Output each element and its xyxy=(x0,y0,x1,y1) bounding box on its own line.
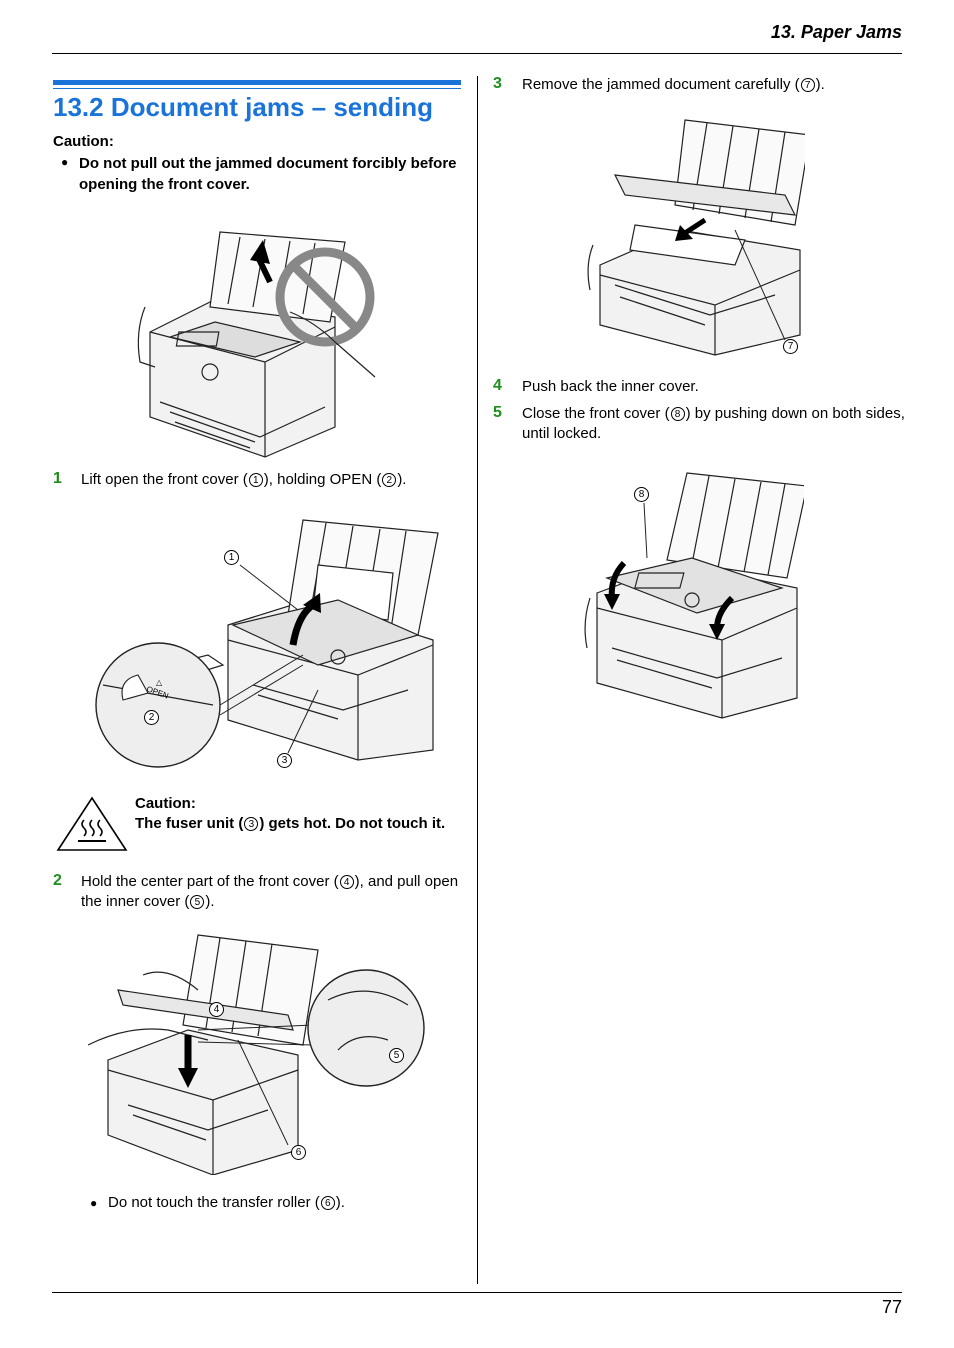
step-1-text: Lift open the front cover (1), holding O… xyxy=(81,470,461,490)
section-bar xyxy=(53,80,461,85)
step-text-part: ), holding OPEN ( xyxy=(263,471,382,488)
callout-1: 1 xyxy=(224,550,239,565)
footer-rule xyxy=(52,1292,902,1293)
callout-2: 2 xyxy=(144,710,159,725)
bullet-icon: ● xyxy=(90,1196,98,1210)
step-text-part: Remove the jammed document carefully ( xyxy=(522,76,800,93)
caution-text: Do not pull out the jammed document forc… xyxy=(79,155,457,193)
warning-text-part: ) gets hot. Do not touch it. xyxy=(259,815,446,832)
callout-3: 3 xyxy=(277,753,292,768)
callout-ref: 8 xyxy=(670,407,685,421)
step-3-text: Remove the jammed document carefully (7)… xyxy=(522,75,902,95)
callout-ref: 6 xyxy=(320,1196,335,1210)
note-text-part: ). xyxy=(335,1194,345,1211)
hot-surface-warning-icon xyxy=(56,796,128,851)
figure-lift-cover: OPEN △ xyxy=(95,519,439,768)
callout-5: 5 xyxy=(389,1048,404,1063)
step-text-part: ). xyxy=(397,471,407,488)
step-text-part: ) by pushing down on both sides, until l… xyxy=(522,405,905,442)
callout-7: 7 xyxy=(783,339,798,354)
step-text-part: Hold the center part of the front cover … xyxy=(81,873,339,890)
bullet-icon: ● xyxy=(61,155,69,169)
caution-label: Caution: xyxy=(53,133,114,150)
section-title: 13.2 Document jams – sending xyxy=(53,92,434,122)
step-2-text: Hold the center part of the front cover … xyxy=(81,872,463,912)
callout-ref: 7 xyxy=(800,78,815,92)
step-4-text: Push back the inner cover. xyxy=(522,378,699,395)
step-number: 2 xyxy=(53,872,62,889)
callout-6: 6 xyxy=(291,1145,306,1160)
callout-8: 8 xyxy=(634,487,649,502)
callout-ref: 2 xyxy=(382,473,397,487)
figure-open-inner-cover xyxy=(88,934,425,1175)
step-text-part: Lift open the front cover ( xyxy=(81,471,248,488)
callout-ref: 4 xyxy=(339,875,354,889)
section-bar-thin xyxy=(53,88,461,89)
open-mark: △ xyxy=(156,678,163,687)
step-number: 5 xyxy=(493,404,502,421)
step-text-part: ). xyxy=(205,893,215,910)
figure-close-cover xyxy=(584,472,804,719)
step-number: 4 xyxy=(493,377,502,394)
fuser-warning-label: Caution: xyxy=(135,795,196,812)
callout-ref: 5 xyxy=(190,895,205,909)
step-5-text: Close the front cover (8) by pushing dow… xyxy=(522,404,907,444)
note-text-part: Do not touch the transfer roller ( xyxy=(108,1194,320,1211)
step-number: 3 xyxy=(493,75,502,92)
step-text-part: Close the front cover ( xyxy=(522,405,670,422)
step-text-part: ). xyxy=(815,76,825,93)
transfer-roller-note: Do not touch the transfer roller (6). xyxy=(108,1193,458,1213)
running-header: 13. Paper Jams xyxy=(770,22,902,42)
fuser-warning-text: The fuser unit (3) gets hot. Do not touc… xyxy=(135,814,465,834)
warning-text-part: The fuser unit ( xyxy=(135,815,244,832)
fuser-warning: Caution: The fuser unit (3) gets hot. Do… xyxy=(135,794,465,834)
header-rule xyxy=(52,53,902,54)
callout-ref: 3 xyxy=(244,817,259,831)
step-text-part: ), and pull open the inner cover ( xyxy=(81,873,459,910)
figure-no-pull xyxy=(137,231,376,458)
callout-4: 4 xyxy=(209,1002,224,1017)
column-divider xyxy=(477,76,478,1284)
page-number: 77 xyxy=(881,1297,902,1317)
callout-ref: 1 xyxy=(248,473,263,487)
step-number: 1 xyxy=(53,470,62,487)
figure-remove-document xyxy=(587,119,805,356)
